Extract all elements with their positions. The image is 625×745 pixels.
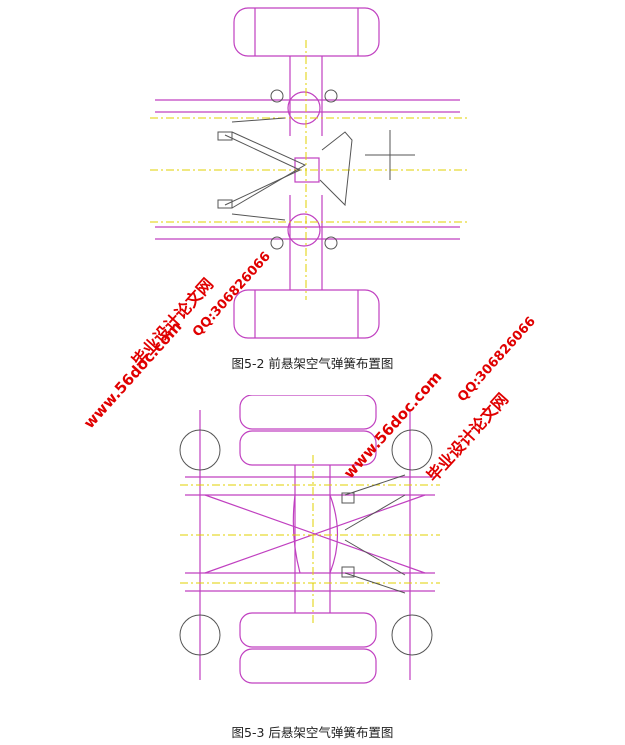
front-suspension-drawing <box>150 7 470 339</box>
figure-caption-rear: 图5-3 后悬架空气弹簧布置图 <box>231 725 394 740</box>
tire-bottom <box>233 289 380 339</box>
tire-top <box>233 7 380 57</box>
rear-suspension-drawing <box>179 395 440 684</box>
tire-rear-bottom-1 <box>239 612 377 648</box>
tire-rear-bottom-2 <box>239 648 377 684</box>
tire-rear-top-1 <box>239 395 377 430</box>
tire-rear-top-2 <box>239 430 377 466</box>
figure-caption-front: 图5-2 前悬架空气弹簧布置图 <box>231 356 394 371</box>
